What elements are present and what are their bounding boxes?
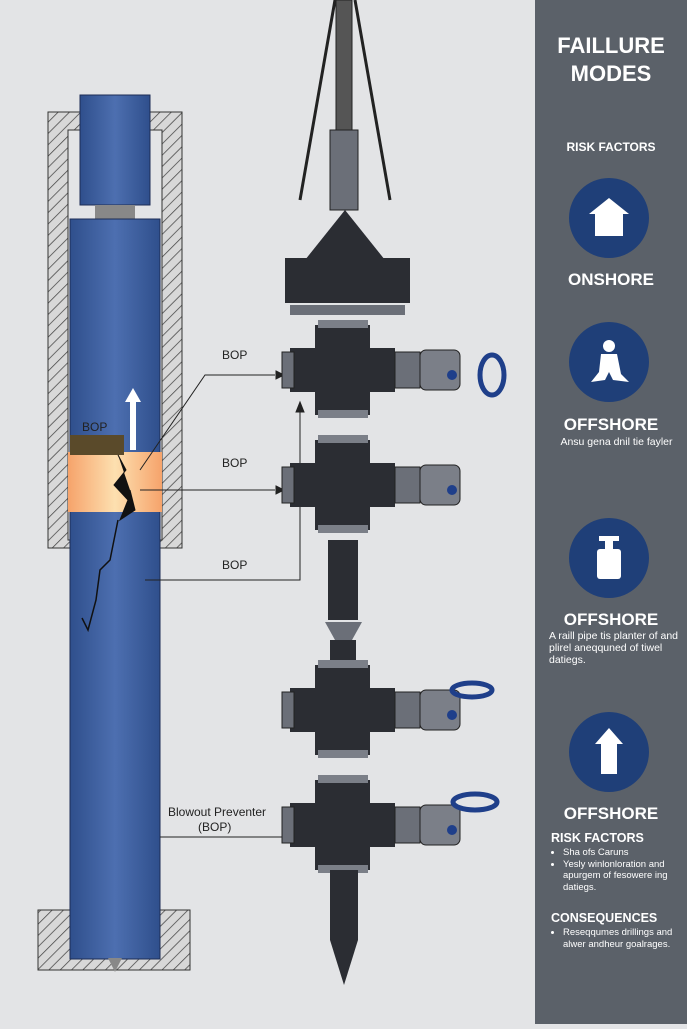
blowout-preventer-label: Blowout Preventer: [168, 805, 267, 819]
bop-label-middle: BOP: [222, 456, 248, 470]
card-text-offshore-1: Ansu gena dnil tie fayler: [560, 436, 673, 448]
risk-factor-item: Yesly winlonloration and apurgem of feso…: [563, 859, 687, 894]
panel-subtitle: RISK FACTORS: [566, 140, 656, 154]
worker-icon: [569, 322, 649, 402]
arrow-up-icon: [569, 712, 649, 792]
casing-pipe: [68, 94, 162, 972]
valve-icon: [569, 518, 649, 598]
bop-diagram: BOP BOP BOP BOP Blowout Preventer (BOP): [37, 0, 507, 985]
house-icon: [569, 178, 649, 258]
risk-factors-list: Sha ofs Caruns Yesly winlonloration and …: [551, 847, 687, 893]
diagram-graphic: [37, 0, 507, 985]
card-heading-offshore-1: OFFSHORE: [563, 415, 659, 434]
blowout-preventer-abbr: (BOP): [198, 820, 232, 834]
bop-stack: [281, 0, 507, 985]
consequence-item: Reseqqumes drillings and alwer andheur g…: [563, 927, 687, 950]
risk-factors-heading: RISK FACTORS: [551, 831, 644, 845]
consequences-heading: CONSEQUENCES: [551, 911, 658, 925]
bop-label-left: BOP: [82, 420, 108, 434]
card-heading-offshore-2: OFFSHORE: [563, 610, 659, 629]
card-heading-offshore-3: OFFSHORE: [563, 804, 659, 823]
card-text-offshore-2: A raill pipe tis planter of and plirel a…: [549, 630, 678, 666]
card-heading-onshore: ONSHORE: [568, 270, 654, 289]
bop-label-lower: BOP: [222, 558, 248, 572]
risk-factor-item: Sha ofs Caruns: [563, 847, 687, 859]
bop-label-upper: BOP: [222, 348, 248, 362]
consequences-list: Reseqqumes drillings and alwer andheur g…: [551, 927, 687, 950]
